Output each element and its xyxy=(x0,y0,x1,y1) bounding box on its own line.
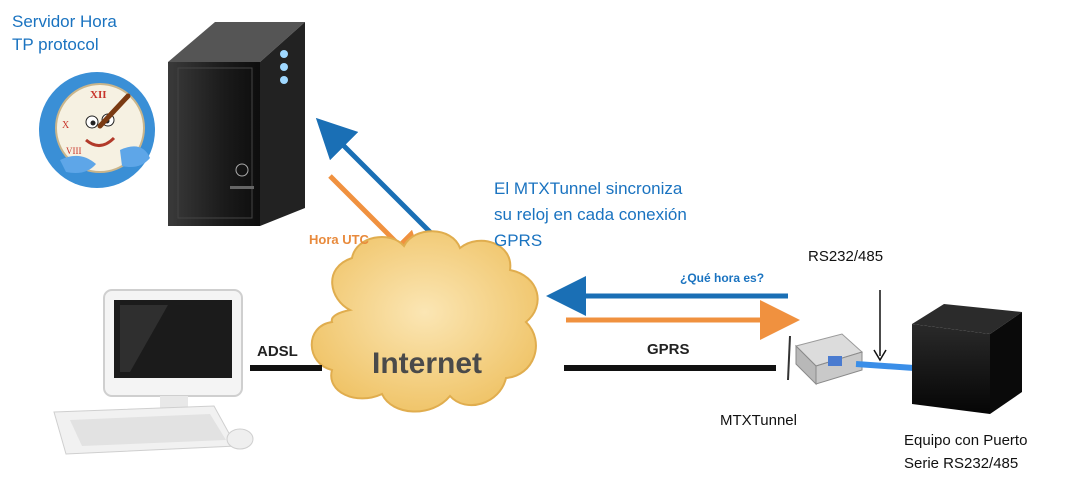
equipo-line-2: Serie RS232/485 xyxy=(904,455,1019,472)
mtxtunnel-label: MTXTunnel xyxy=(720,412,797,429)
serial-cable xyxy=(855,361,915,371)
mtxtunnel-modem-icon xyxy=(787,333,863,386)
equipo-line-1: Equipo con Puerto xyxy=(904,432,1028,449)
computer-icon xyxy=(53,289,254,455)
sync-note-line-1: El MTXTunnel sincroniza xyxy=(494,179,683,198)
adsl-label: ADSL xyxy=(257,343,298,360)
rs232-label: RS232/485 xyxy=(808,248,884,265)
equipo-label: Equipo con Puerto Serie RS232/485 xyxy=(904,429,1027,475)
server-title-line-1: Servidor Hora xyxy=(12,12,117,31)
serial-device-icon xyxy=(912,304,1022,414)
svg-text:VIII: VIII xyxy=(66,146,82,156)
clock-mascot-icon: XII X VIII xyxy=(39,72,155,188)
time-server-icon xyxy=(168,22,305,226)
sync-note-line-3: GPRS xyxy=(494,231,543,250)
que-hora-label: ¿Qué hora es? xyxy=(680,271,765,285)
internet-label: Internet xyxy=(372,347,483,380)
sync-note: El MTXTunnel sincroniza su reloj en cada… xyxy=(494,176,687,254)
sync-note-line-2: su reloj en cada conexión xyxy=(494,205,687,224)
server-title: Servidor Hora TP protocol xyxy=(12,10,117,56)
utc-request-arrow xyxy=(315,117,438,240)
gprs-label: GPRS xyxy=(647,341,690,358)
hora-utc-label: Hora UTC xyxy=(309,232,369,247)
internet-cloud-icon xyxy=(310,230,539,413)
svg-text:X: X xyxy=(62,120,70,131)
server-title-line-2: TP protocol xyxy=(12,35,99,54)
svg-text:XII: XII xyxy=(90,89,107,101)
